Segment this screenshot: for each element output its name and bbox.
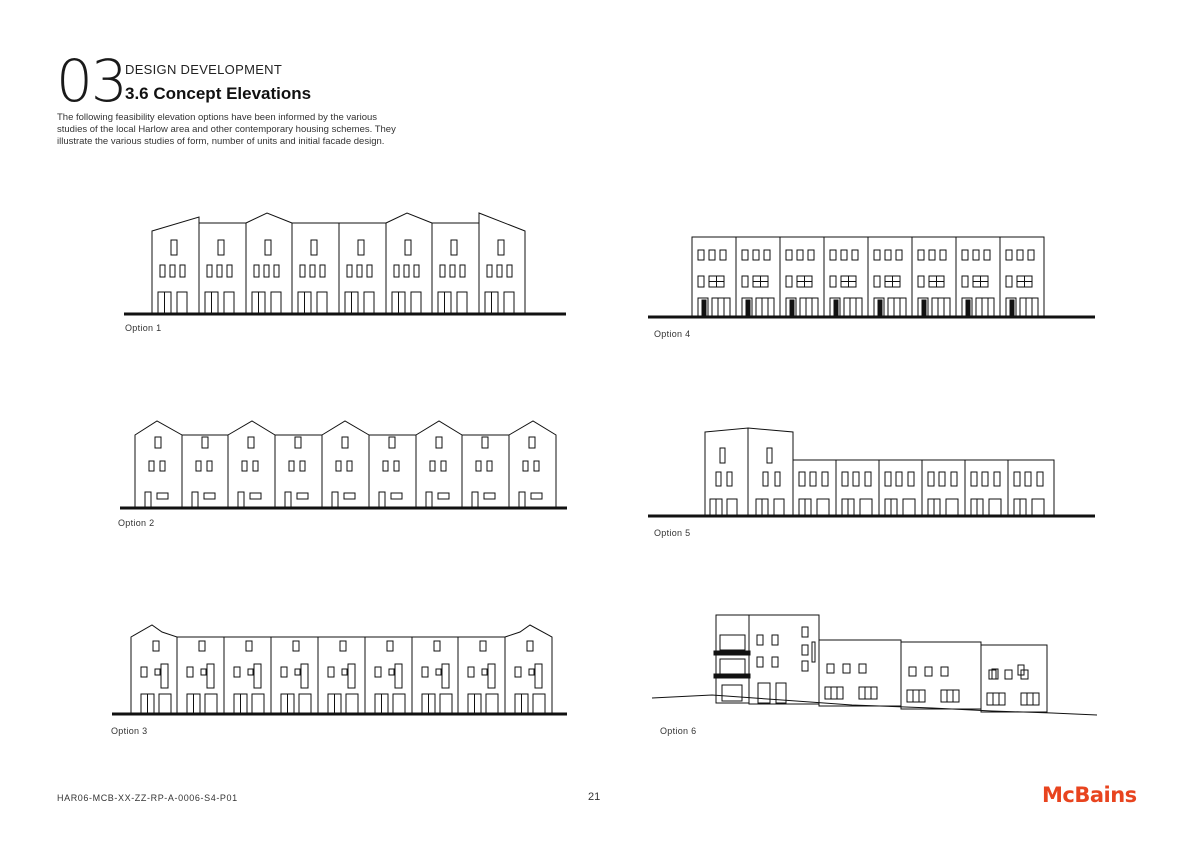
document-reference: HAR06-MCB-XX-ZZ-RP-A-0006-S4-P01 (57, 793, 238, 803)
section-label: DESIGN DEVELOPMENT (125, 62, 283, 77)
intro-paragraph: The following feasibility elevation opti… (57, 112, 396, 148)
elevation-option-1 (124, 205, 569, 320)
elevation-option-3 (112, 617, 570, 722)
elevation-option-2 (120, 415, 570, 520)
caption-option-5: Option 5 (654, 528, 691, 538)
page-number: 21 (588, 791, 601, 803)
caption-option-6: Option 6 (660, 726, 697, 736)
caption-option-2: Option 2 (118, 518, 155, 528)
caption-option-1: Option 1 (125, 323, 162, 333)
caption-option-4: Option 4 (654, 329, 691, 339)
page-title: 3.6 Concept Elevations (125, 84, 312, 103)
caption-option-3: Option 3 (111, 726, 148, 736)
mcbains-logo: McBains (1042, 783, 1137, 807)
elevation-option-4 (648, 230, 1098, 325)
elevation-option-5 (648, 420, 1098, 525)
elevation-option-6 (652, 605, 1100, 720)
section-number: 03 (56, 47, 128, 115)
